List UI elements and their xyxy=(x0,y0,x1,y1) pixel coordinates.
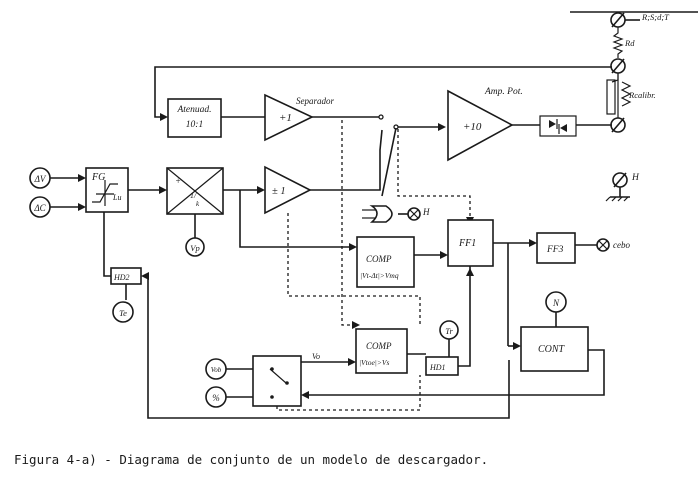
tr-label: Tr xyxy=(445,326,453,336)
feedback-loop xyxy=(154,66,612,121)
vob-label: Vob xyxy=(211,366,222,374)
fg-label: FG xyxy=(91,172,105,183)
vm-input: % xyxy=(205,386,253,408)
hd1-label: HD1 xyxy=(429,363,446,372)
vp-label: Vp xyxy=(190,243,199,253)
attenuator-block: Atenuad. 10:1 xyxy=(167,98,222,138)
ff1-label: FF1 xyxy=(458,238,476,249)
comparator-2: COMP |Vtoe|>Vs xyxy=(355,328,408,374)
n-label: N xyxy=(552,298,560,308)
power-amplifier: +10 Amp. Pot. xyxy=(447,87,523,162)
input-av: ΔV xyxy=(29,167,86,189)
cebo-lamp: cebo xyxy=(596,238,630,252)
ac-label: ΔC xyxy=(33,203,46,213)
av-label: ΔV xyxy=(34,174,47,184)
output-terminals: R;S;d;T Rd Rcalibr. H xyxy=(570,11,698,202)
cont-label: CONT xyxy=(538,344,566,355)
multiplier-block: + 1/ k xyxy=(166,167,224,215)
ff1-block: FF1 xyxy=(447,219,494,267)
vp-input: Vp xyxy=(185,237,205,257)
input-ac: ΔC xyxy=(29,196,86,218)
comp2-title: COMP xyxy=(366,341,392,351)
figure-caption: Figura 4-a) - Diagrama de conjunto de un… xyxy=(14,452,489,467)
vm-label: % xyxy=(212,393,220,403)
cont-block: CONT xyxy=(520,326,589,372)
n-input: N xyxy=(545,291,567,327)
lamp-h-label: H xyxy=(422,207,430,217)
separator-amplifier: +1 Separador xyxy=(264,93,334,142)
power-amp-label: Amp. Pot. xyxy=(484,87,523,97)
ground-h-label: H xyxy=(631,173,640,183)
power-amp-gain: +10 xyxy=(463,121,482,133)
vob-input: Vob xyxy=(205,358,253,380)
hd2-label: HD2 xyxy=(113,273,130,282)
svg-text:k: k xyxy=(196,200,200,208)
svg-text:1/: 1/ xyxy=(190,191,197,200)
tr-input: Tr xyxy=(439,320,459,357)
function-generator: FG Lu xyxy=(85,167,129,213)
hd2-block: HD2 xyxy=(110,267,142,285)
te-input: Te xyxy=(112,301,134,323)
hd1-block: HD1 xyxy=(425,356,459,376)
mode-switch xyxy=(252,355,302,407)
separator-label: Separador xyxy=(296,96,334,106)
vo-label: Vo xyxy=(312,352,320,361)
separator-gain: +1 xyxy=(279,112,292,124)
comp1-sub: |Vt-Δt|>Vmq xyxy=(360,271,399,280)
diff-amplifier: ± 1 xyxy=(264,165,312,215)
ff3-label: FF3 xyxy=(546,245,564,255)
diff-gain: ± 1 xyxy=(272,186,286,197)
or-gate: H xyxy=(362,205,430,223)
r-calib-label: Rcalibr. xyxy=(628,90,656,100)
comparator-1: COMP |Vt-Δt|>Vmq xyxy=(356,236,415,288)
rd-label: Rd xyxy=(624,38,635,48)
comp1-title: COMP xyxy=(366,254,392,264)
comp2-sub: |Vtoe|>Vs xyxy=(359,358,390,367)
fg-symbol: Lu xyxy=(112,193,121,202)
ff3-block: FF3 xyxy=(536,232,576,264)
cebo-label: cebo xyxy=(613,240,630,250)
attenuator-label: Atenuad. xyxy=(176,105,211,115)
svg-text:+: + xyxy=(175,176,181,186)
attenuator-ratio: 10:1 xyxy=(186,120,203,130)
rsdt-label: R;S;d;T xyxy=(641,12,670,22)
diode-pair xyxy=(539,115,612,137)
selector-switch xyxy=(378,114,446,197)
te-label: Te xyxy=(119,308,127,318)
